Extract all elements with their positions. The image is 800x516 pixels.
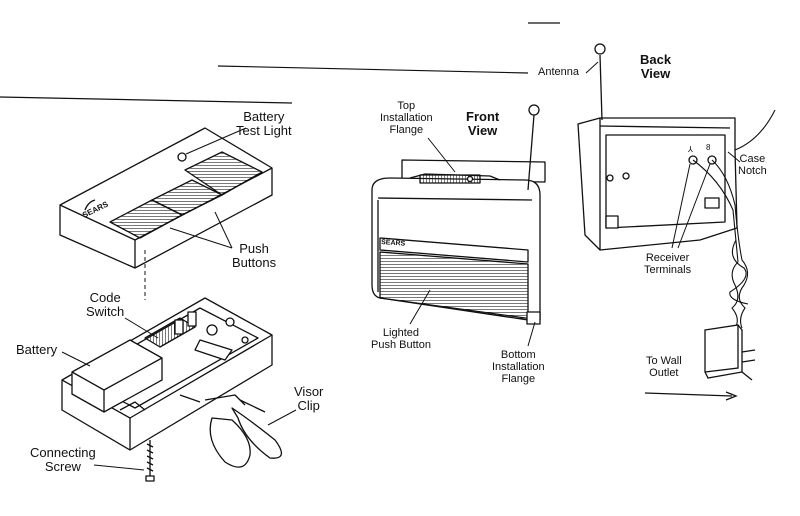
label-bottom-flange-line2: Installation (492, 361, 545, 373)
receiver-back-view: ⅄ 8 (577, 43, 738, 251)
label-code-switch: Code Switch (86, 291, 124, 319)
label-top-installation-flange: Top Installation Flange (380, 100, 433, 136)
remote-transmitter-open (61, 297, 282, 482)
receiver-brand-text: SEARS (381, 239, 406, 248)
label-visor-clip-line2: Clip (297, 398, 320, 413)
back-leaders (585, 61, 741, 401)
label-bottom-flange-line1: Bottom (500, 349, 536, 361)
label-lighted-push-button-line1: Lighted (382, 327, 420, 339)
label-lighted-push-button: Lighted Push Button (371, 327, 431, 351)
remote-leaders (61, 127, 297, 471)
label-case-notch-line2: Notch (738, 165, 767, 177)
label-receiver-terminals-line2: Terminals (644, 264, 692, 276)
label-to-wall-outlet-line1: To Wall (646, 355, 682, 367)
label-code-switch-line2: Switch (86, 304, 125, 319)
label-push-buttons: Push Buttons (232, 242, 276, 270)
front-leaders (409, 137, 536, 347)
label-battery-test-light-line1: Battery (243, 109, 285, 124)
label-back-view-line2: View (640, 66, 671, 81)
label-battery-test-light-line2: Test Light (236, 123, 292, 138)
label-to-wall-outlet-line2: Outlet (649, 367, 679, 379)
label-case-notch-line1: Case (739, 153, 766, 165)
test-light-icon (177, 152, 187, 162)
wall-transformer (704, 324, 756, 381)
label-front-view-line1: Front (466, 109, 500, 124)
label-case-notch: Case Notch (738, 153, 767, 177)
push-button-set (109, 151, 263, 239)
terminal-mark-a: ⅄ (687, 145, 693, 154)
label-connecting-screw-line2: Screw (44, 459, 81, 474)
label-lighted-push-button-line2: Push Button (371, 339, 431, 351)
label-receiver-terminals-line1: Receiver (645, 252, 690, 264)
visor-clip-shape (204, 394, 282, 468)
label-battery: Battery (16, 342, 58, 357)
label-to-wall-outlet: To Wall Outlet (646, 355, 682, 379)
label-top-flange-line2: Installation (380, 112, 433, 124)
label-top-flange-line1: Top (397, 100, 416, 112)
label-push-buttons-line1: Push (239, 241, 269, 256)
label-code-switch-line1: Code (89, 290, 121, 305)
label-top-flange-line3: Flange (389, 124, 424, 136)
label-battery-test-light: Battery Test Light (236, 110, 292, 138)
page-marks (0, 22, 560, 104)
label-receiver-terminals: Receiver Terminals (644, 252, 691, 276)
label-push-buttons-line2: Buttons (232, 255, 277, 270)
label-visor-clip-line1: Visor (294, 384, 324, 399)
label-front-view-line2: View (467, 123, 498, 138)
label-connecting-screw-line1: Connecting (30, 445, 96, 460)
label-antenna: Antenna (538, 66, 579, 78)
label-connecting-screw: Connecting Screw (30, 446, 96, 474)
label-visor-clip: Visor Clip (294, 385, 323, 413)
lighted-push-button-grille (379, 251, 529, 321)
label-back-view-title: Back View (640, 53, 671, 81)
label-front-view-title: Front View (466, 110, 499, 138)
connecting-screw-shape (145, 440, 155, 482)
receiver-front-view: SEARS (371, 104, 546, 325)
remote-transmitter-assembled: SEARS (59, 127, 273, 269)
label-back-view-line1: Back (640, 52, 672, 67)
label-bottom-installation-flange: Bottom Installation Flange (492, 349, 545, 385)
battery-shape (71, 339, 163, 413)
terminal-mark-b: 8 (706, 143, 711, 152)
label-bottom-flange-line3: Flange (501, 373, 536, 385)
